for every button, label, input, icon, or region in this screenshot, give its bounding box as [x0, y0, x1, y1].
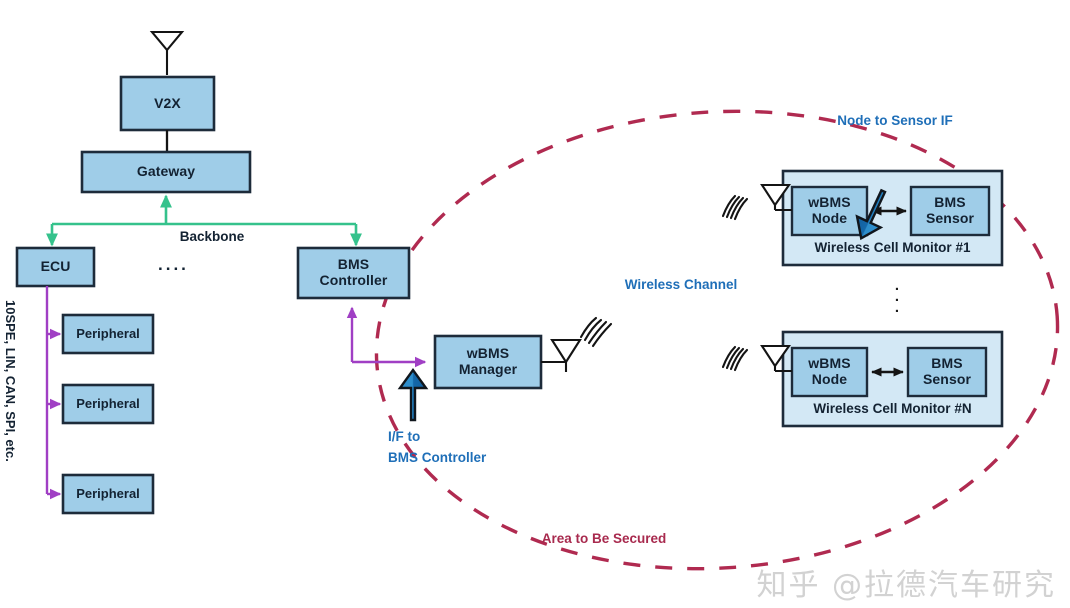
monitors-vertical-ellipsis: ...	[894, 277, 900, 316]
bus-protocols-label: 10SPE, LIN, CAN, SPI, etc.	[3, 300, 18, 462]
wireless-cell-monitor-1-antenna-icon	[760, 183, 792, 212]
bms-controller-box	[296, 246, 411, 300]
peripheral-box-2	[61, 383, 155, 425]
wireless-cell-monitor-n-antenna-icon	[760, 344, 792, 373]
bms-sensor-box-n	[906, 346, 988, 398]
wbms-node-box-1	[790, 185, 869, 237]
wbms-manager-radio-waves-icon	[579, 316, 613, 348]
v2x-box	[119, 75, 216, 132]
v2x-antenna-icon	[149, 30, 185, 75]
backbone-bus	[46, 194, 362, 247]
peripheral-box-3	[61, 473, 155, 515]
area-to-be-secured-boundary	[374, 109, 1060, 571]
node-to-sensor-if-arrow	[855, 188, 887, 241]
peripheral-box-1	[61, 313, 155, 355]
if-to-bms-controller-arrow	[397, 367, 429, 422]
wireless-waves-icon-n	[721, 345, 749, 372]
wbms-manager-antenna-icon	[541, 338, 582, 372]
bms-sensor-box-1	[909, 185, 991, 237]
wbms-to-bms-controller-link	[346, 306, 427, 368]
wireless-waves-icon-1	[721, 194, 749, 221]
peripheral-bus	[45, 286, 62, 500]
gateway-box	[80, 150, 252, 194]
wbms-manager-box	[433, 334, 543, 390]
network-ellipsis: ....	[158, 255, 189, 274]
ecu-box	[15, 246, 96, 288]
wbms-node-box-n	[790, 346, 869, 398]
